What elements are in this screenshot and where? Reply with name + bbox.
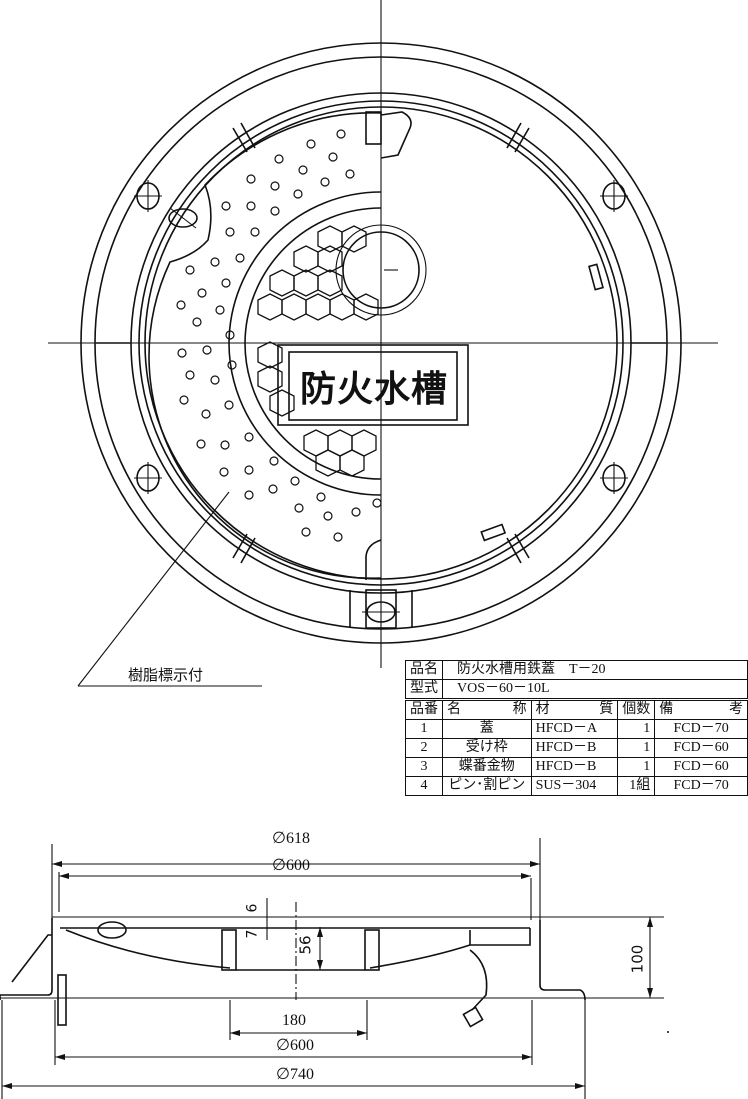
frame-outer-ring [80,42,682,644]
bolt-hole-icon [600,180,628,212]
header-remarks: 備考 [654,698,748,720]
table-row: 2 受け枠 HFCD－B 1 FCD－60 [405,738,748,758]
header-qty: 個数 [617,698,656,720]
frame-flange-inner [94,56,668,630]
resin-dot-pattern [176,129,382,542]
dim-rib-gap: 6 [244,903,261,913]
header-material: 材質 [530,698,619,720]
dim-cover-top: ∅600 [272,857,310,874]
header-no: 品番 [405,698,443,720]
resin-marking-label: 樹脂標示付 [128,666,204,684]
parts-table: 品名 防火水槽用鉄蓋 T－20 型式 VOS－60－10L 品番 名称 材質 個… [405,660,748,796]
name-plate [288,351,458,421]
dim-center-depth: 56 [296,935,315,955]
frame-seat-mid [138,100,624,586]
plan-view [48,0,718,687]
lifting-hole [342,231,420,309]
table-header-row: 品番 名称 材質 個数 備考 [405,698,748,720]
leader-line [77,491,262,687]
fire-cistern-plate-text: 防火水槽 [299,369,448,410]
hinge-pocket [365,111,382,145]
header-name: 名称 [442,698,532,720]
flange-bolt-holes [134,180,628,623]
model-row: 型式 VOS－60－10L [405,679,748,700]
bolt-hole-icon [134,180,162,212]
table-row: 3 蝶番金物 HFCD－B 1 FCD－60 [405,757,748,777]
cover-right-half [335,111,604,542]
model-label: 型式 [405,679,443,700]
bolt-hole-icon [168,207,198,229]
cover-left-half [148,111,382,580]
dim-rib-depth: 7 [244,929,261,939]
name-plate-frame [277,344,469,426]
dim-flange-outer: ∅740 [276,1066,314,1083]
dim-outer-top: ∅618 [272,830,310,847]
hexagon-pattern [257,225,379,477]
dim-center-width: 180 [282,1012,306,1029]
product-name-label: 品名 [405,660,443,680]
bolt-hole-icon [134,462,162,494]
section-view [0,838,669,1099]
cover-profile [0,918,586,1028]
flange-pockets [349,589,413,629]
model-value: VOS－60－10L [442,679,748,700]
table-row: 4 ピン･割ピン SUS－304 1組 FCD－70 [405,776,748,796]
dim-height: 100 [628,944,647,974]
product-name-value: 防火水槽用鉄蓋 T－20 [442,660,748,680]
table-row: 1 蓋 HFCD－A 1 FCD－70 [405,719,748,739]
bolt-hole-icon [362,601,400,623]
dimension-lines [0,838,664,1099]
cover-outer-edge [144,106,618,580]
dim-frame-inner: ∅600 [276,1037,314,1054]
bolt-hole-icon [600,462,628,494]
product-name-row: 品名 防火水槽用鉄蓋 T－20 [405,660,748,680]
